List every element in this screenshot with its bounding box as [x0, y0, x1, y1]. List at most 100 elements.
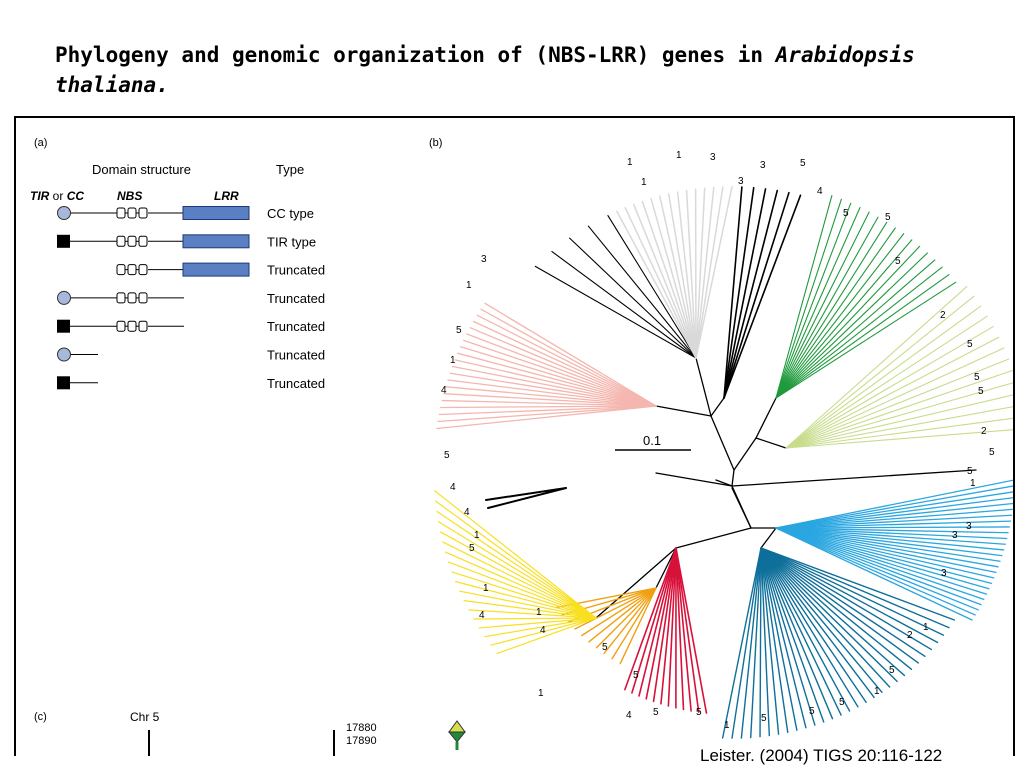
tree-leaf-branch	[641, 200, 697, 359]
tree-leaf-branch	[775, 527, 988, 595]
tree-leaf-branch	[675, 547, 692, 712]
tree-leaf-label: 2	[981, 426, 987, 437]
tree-leaf-branch	[667, 193, 697, 359]
tree-leaf-branch	[760, 547, 859, 708]
tree-backbone	[710, 397, 725, 417]
tree-leaf-branch	[685, 189, 697, 359]
chr-label: Chr 5	[130, 710, 160, 724]
tree-leaf-branch	[760, 547, 798, 731]
tir-or-cc-header: TIR or CC	[30, 189, 84, 203]
tree-leaf-label: 5	[967, 466, 973, 477]
tree-leaf-branch	[775, 527, 1005, 551]
coord-17890: 17890	[346, 735, 377, 747]
tree-leaf-label: 3	[941, 568, 947, 579]
tree-leaf-branch	[775, 527, 1001, 562]
title-species: Arabidopsis thaliana.	[55, 43, 915, 97]
tree-leaf-branch	[785, 347, 1005, 449]
tree-leaf-branch	[534, 265, 697, 359]
nbs-domain-icon	[116, 235, 148, 247]
tree-leaf-branch	[775, 485, 1013, 529]
tree-leaf-branch	[723, 188, 767, 399]
tree-leaf-branch	[473, 320, 657, 407]
tree-leaf-branch	[652, 547, 677, 703]
domain-type-label: Truncated	[267, 319, 325, 334]
domain-row: Truncated	[57, 319, 325, 334]
tree-leaf-label: 4	[626, 710, 632, 721]
tree-leaf-branch	[775, 508, 1013, 529]
tree-backbone	[695, 357, 712, 417]
tree-leaf-branch	[484, 617, 597, 638]
cc-header: CC	[67, 189, 85, 203]
tree-leaf-branch	[785, 382, 1013, 449]
domain-row: Truncated	[116, 262, 325, 278]
tree-backbone	[710, 415, 735, 471]
tree-leaf-label: 4	[450, 482, 456, 493]
tree-leaf-branch	[775, 491, 1013, 529]
tree-leaf-branch	[775, 527, 973, 621]
domain-type-label: TIR type	[267, 234, 316, 249]
tree-leaf-label: 5	[967, 339, 973, 350]
tree-leaf-branch	[775, 527, 995, 579]
tree-leaf-label: 4	[479, 610, 485, 621]
tree-leaf-label: 4	[540, 625, 546, 636]
tree-leaf-label: 5	[839, 697, 845, 708]
tree-leaf-branch	[451, 571, 597, 619]
tree-leaf-label: 1	[874, 686, 880, 697]
tree-leaf-branch	[785, 315, 988, 449]
tree-leaf-branch	[723, 189, 779, 399]
tree-backbone	[760, 527, 777, 549]
tree-leaf-branch	[587, 225, 697, 359]
tir-domain-icon	[57, 319, 70, 333]
tree-leaf-label: 5	[456, 325, 462, 336]
tree-leaf-branch	[775, 497, 1013, 529]
tree-leaf-branch	[785, 285, 968, 449]
panel-b-label: (b)	[429, 137, 442, 149]
tree-leaf-branch	[695, 186, 724, 359]
tree-leaf-branch	[775, 526, 1010, 529]
title-text: Phylogeny and genomic organization of (N…	[55, 43, 776, 67]
tree-leaf-branch	[775, 520, 1012, 529]
tree-leaf-branch	[675, 547, 700, 713]
tree-leaf-branch	[437, 521, 597, 619]
tree-leaf-branch	[760, 547, 780, 735]
tree-leaf-label: 3	[760, 160, 766, 171]
tree-leaf-branch	[785, 429, 1013, 449]
nbs-domain-icon	[116, 207, 148, 219]
tree-leaf-branch	[775, 527, 1008, 540]
tree-leaf-label: 1	[536, 607, 542, 618]
tree-leaf-branch	[439, 405, 657, 409]
nbs-domain-icon	[116, 320, 148, 332]
tree-leaf-branch	[675, 547, 685, 711]
tree-backbone	[731, 487, 752, 529]
tree-leaf-label: 5	[696, 707, 702, 718]
tree-leaf-branch	[454, 359, 657, 407]
tree-leaf-branch	[760, 547, 816, 726]
tree-leaf-branch	[485, 487, 567, 501]
tree-leaf-branch	[449, 372, 657, 407]
tree-leaf-label: 1	[627, 157, 633, 168]
domain-row: Truncated	[57, 347, 325, 363]
tree-leaf-label: 3	[966, 521, 972, 532]
tree-leaf-branch	[775, 527, 1009, 534]
scale-bar-label: 0.1	[643, 433, 661, 448]
tree-leaf-branch	[551, 251, 697, 359]
nbs-domain-icon	[116, 292, 148, 304]
tree-leaf-label: 4	[441, 385, 447, 396]
tree-backbone	[655, 547, 677, 589]
tree-leaf-branch	[775, 239, 913, 399]
tree-leaf-branch	[760, 547, 906, 677]
tir-domain-icon	[57, 234, 70, 248]
tree-leaf-branch	[435, 500, 597, 619]
domain-row: TIR type	[57, 234, 316, 249]
gene-marker-icon	[447, 720, 467, 750]
or-header: or	[49, 189, 66, 203]
tree-leaf-branch	[760, 547, 950, 629]
panel-c-label: (c)	[34, 711, 47, 723]
tree-leaf-label: 1	[466, 280, 472, 291]
tree-leaf-branch	[723, 194, 802, 399]
tree-leaf-branch	[607, 215, 697, 359]
tree-leaf-label: 5	[809, 706, 815, 717]
lrr-domain-icon	[182, 262, 250, 277]
tree-backbone	[655, 472, 733, 487]
tree-leaf-branch	[775, 233, 905, 399]
